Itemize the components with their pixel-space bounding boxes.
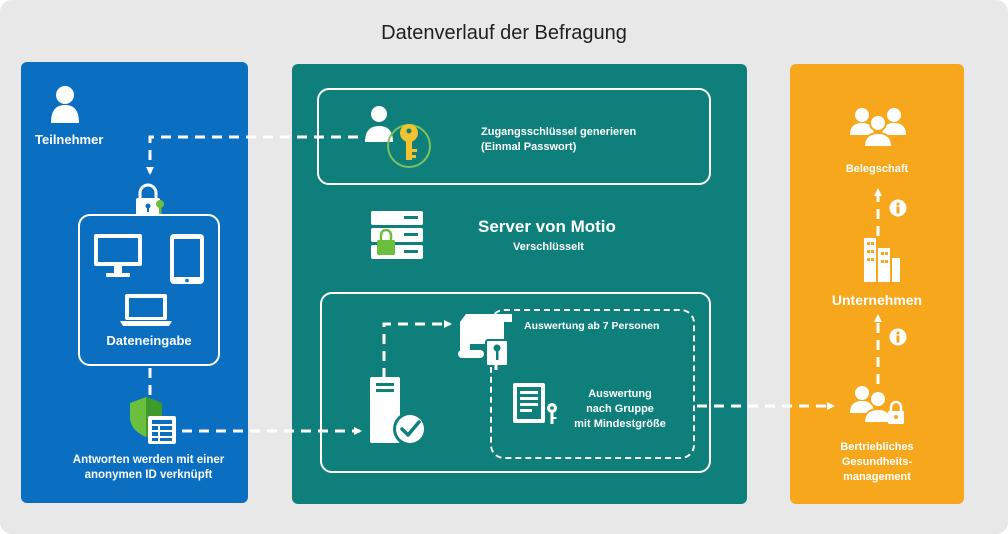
tablet-icon (170, 234, 204, 284)
workforce-label: Belegschaft (845, 163, 909, 175)
evaluation-7-label: Auswertung ab 7 Personen (524, 320, 660, 332)
company-label: Unternehmen (831, 292, 923, 308)
laptop-icon (120, 294, 172, 326)
group-icon (850, 108, 906, 148)
data-entry-box (78, 214, 220, 366)
participant-label: Teilnehmer (35, 132, 104, 147)
checkmark-icon (370, 377, 427, 446)
group-icon (850, 386, 904, 424)
monitor-icon (94, 234, 142, 277)
group-evaluation-box (490, 309, 695, 459)
bgm-label: Bertriebliches Gesundheits- management (840, 441, 914, 483)
person-icon (51, 86, 79, 123)
evaluation-group-label: Auswertung nach Gruppe mit Mindestgröße (574, 388, 666, 430)
diagram-title: Datenverlauf der Befragung (381, 22, 627, 44)
table-icon (148, 416, 176, 444)
info-icon (889, 328, 907, 346)
data-entry-label: Dateneingabe (106, 333, 192, 348)
certificate-icon (513, 383, 557, 424)
info-icon (889, 199, 907, 217)
access-key-label: Zugangsschlüssel generieren (Einmal Pass… (481, 126, 637, 153)
anonymous-id-label: Antworten werden mit einer anonymen ID v… (72, 454, 225, 481)
server-icon (371, 211, 423, 259)
key-icon (365, 106, 431, 168)
evaluation-box (320, 292, 711, 473)
server-title: Server von Motio (478, 217, 616, 236)
building-icon (864, 238, 900, 282)
lock-icon (136, 183, 164, 216)
document-icon (458, 314, 512, 367)
server-subtitle: Verschlüsselt (513, 241, 584, 253)
